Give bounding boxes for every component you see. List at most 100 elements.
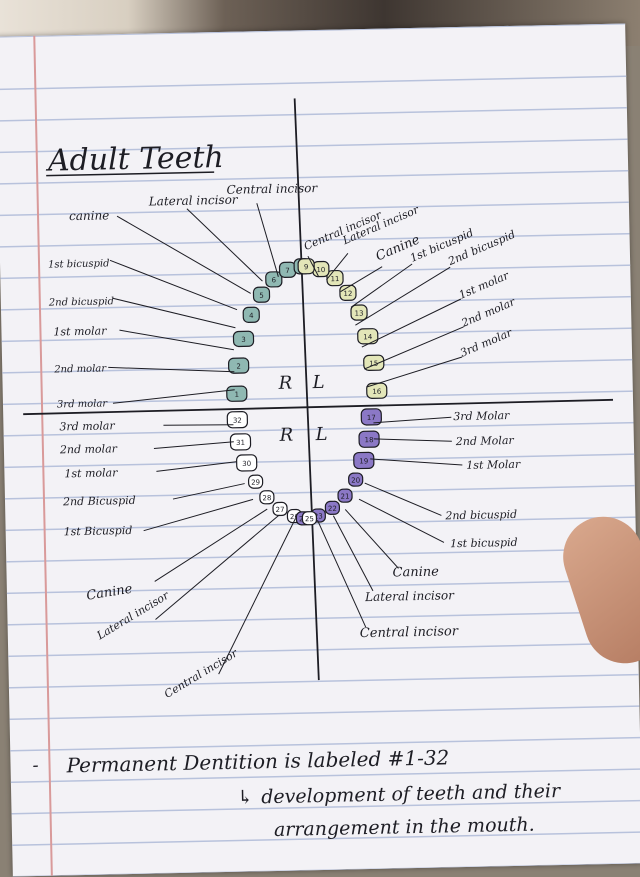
leader-line-9 xyxy=(307,255,319,277)
quadrant-label-upper-right: R xyxy=(277,373,292,394)
leader-line-7 xyxy=(108,366,235,373)
quadrant-label-upper-left: L xyxy=(311,372,324,393)
note-arrow-icon: ↳ xyxy=(237,786,253,808)
label-lower-left-canine: Canine xyxy=(392,565,439,581)
tooth-19: 19 xyxy=(353,451,375,470)
leader-line-13 xyxy=(355,266,451,326)
leader-line-31 xyxy=(332,515,374,592)
leader-line-4 xyxy=(109,259,238,311)
note-line-2: development of teeth and their xyxy=(261,780,562,808)
label-lower-right-2nd-molar: 2nd molar xyxy=(59,442,118,456)
label-lower-right-1st-molar: 1st molar xyxy=(64,466,118,480)
leader-line-26 xyxy=(373,438,452,442)
leader-lines xyxy=(108,203,464,675)
tooth-29: 29 xyxy=(247,474,264,489)
leader-line-18 xyxy=(153,441,234,449)
tooth-number-7: 7 xyxy=(285,267,290,275)
leader-line-8 xyxy=(112,389,235,404)
tooth-number-5: 5 xyxy=(259,292,264,300)
tooth-number-20: 20 xyxy=(351,476,360,484)
tooth-30: 30 xyxy=(236,454,258,472)
leader-line-11 xyxy=(340,266,383,292)
leader-line-14 xyxy=(361,298,462,348)
leader-line-23 xyxy=(155,514,280,620)
leader-line-19 xyxy=(156,461,237,472)
label-lower-right-central-incisor: Central incisor xyxy=(162,646,240,701)
leader-line-5 xyxy=(112,297,236,329)
tooth-number-18: 18 xyxy=(365,436,374,444)
tooth-number-1: 1 xyxy=(235,391,240,399)
leader-line-1 xyxy=(116,215,251,294)
label-upper-right-1st-molar: 1st molar xyxy=(53,324,107,338)
leader-line-16 xyxy=(366,356,463,388)
tooth-5: 5 xyxy=(252,286,271,303)
leader-line-24 xyxy=(218,518,296,675)
label-lower-right-2nd-bicuspid: 2nd Bicuspid xyxy=(62,494,136,509)
tooth-17: 17 xyxy=(360,408,382,426)
label-lower-right-1st-bicuspid: 1st Bicuspid xyxy=(64,524,133,538)
tooth-number-21: 21 xyxy=(341,493,350,501)
label-upper-right-central-incisor: Central incisor xyxy=(226,181,318,197)
tooth-16: 16 xyxy=(366,382,388,399)
tooth-number-17: 17 xyxy=(367,414,376,422)
tooth-number-30: 30 xyxy=(242,460,251,468)
leader-line-3 xyxy=(256,203,279,277)
tooth-13: 13 xyxy=(350,304,368,321)
tooth-number-23: 23 xyxy=(314,512,323,520)
label-upper-left-3rd-molar: 3rd molar xyxy=(458,326,515,360)
tooth-number-3: 3 xyxy=(241,336,246,344)
leader-line-10 xyxy=(326,253,349,281)
tooth-1: 1 xyxy=(226,385,248,402)
vertical-axis-line xyxy=(293,98,320,681)
label-lower-left-1st-bicuspid: 1st bicuspid xyxy=(450,536,518,550)
label-upper-right-3rd-molar: 3rd molar xyxy=(57,398,109,410)
tooth-number-27: 27 xyxy=(276,506,285,514)
label-upper-right-2nd-bicuspid: 2nd bicuspid xyxy=(48,296,114,308)
note-line-3: arrangement in the mouth. xyxy=(274,814,535,841)
tooth-32: 32 xyxy=(226,410,249,429)
label-lower-left-lateral-incisor: Lateral incisor xyxy=(364,588,455,604)
leader-line-32 xyxy=(317,519,367,628)
leader-line-21 xyxy=(143,498,254,532)
leader-line-6 xyxy=(119,329,234,351)
tooth-22: 22 xyxy=(324,500,341,515)
leader-line-30 xyxy=(344,509,399,569)
leader-line-17 xyxy=(163,424,234,426)
tooth-28: 28 xyxy=(259,490,275,505)
label-lower-left-1st-molar: 1st Molar xyxy=(466,458,521,472)
horizontal-axis-line xyxy=(23,398,614,416)
tooth-number-12: 12 xyxy=(343,290,352,298)
tooth-number-29: 29 xyxy=(251,479,260,487)
tooth-number-2: 2 xyxy=(236,363,241,371)
tooth-number-19: 19 xyxy=(359,457,368,465)
label-upper-left-1st-molar: 1st molar xyxy=(457,269,511,302)
tooth-14: 14 xyxy=(357,328,379,345)
teeth-arch: 1162153144135126117108917321831193020292… xyxy=(226,258,388,526)
leader-line-20 xyxy=(172,483,245,500)
tooth-9: 9 xyxy=(297,258,315,275)
quadrant-label-lower-left: L xyxy=(314,424,327,445)
tooth-number-25: 25 xyxy=(305,515,314,523)
tooth-25: 25 xyxy=(301,511,318,526)
tooth-15: 15 xyxy=(363,354,385,372)
leader-line-12 xyxy=(350,263,413,308)
tooth-number-22: 22 xyxy=(328,505,337,513)
tooth-3: 3 xyxy=(232,330,255,348)
leader-line-25 xyxy=(373,416,452,424)
tooth-number-26: 26 xyxy=(290,513,300,521)
label-upper-right-1st-bicuspid: 1st bicuspid xyxy=(48,258,110,270)
tooth-number-11: 11 xyxy=(330,275,339,283)
tooth-number-15: 15 xyxy=(369,360,378,368)
leader-line-2 xyxy=(186,208,263,282)
tooth-4: 4 xyxy=(242,306,260,323)
tooth-21: 21 xyxy=(337,488,353,503)
tooth-number-32: 32 xyxy=(233,417,242,425)
label-lower-left-3rd-molar: 3rd Molar xyxy=(453,409,510,423)
tooth-number-31: 31 xyxy=(236,439,245,447)
tooth-2: 2 xyxy=(227,357,250,374)
tooth-number-14: 14 xyxy=(363,333,373,341)
tooth-number-13: 13 xyxy=(355,309,364,317)
tooth-20: 20 xyxy=(348,472,364,487)
